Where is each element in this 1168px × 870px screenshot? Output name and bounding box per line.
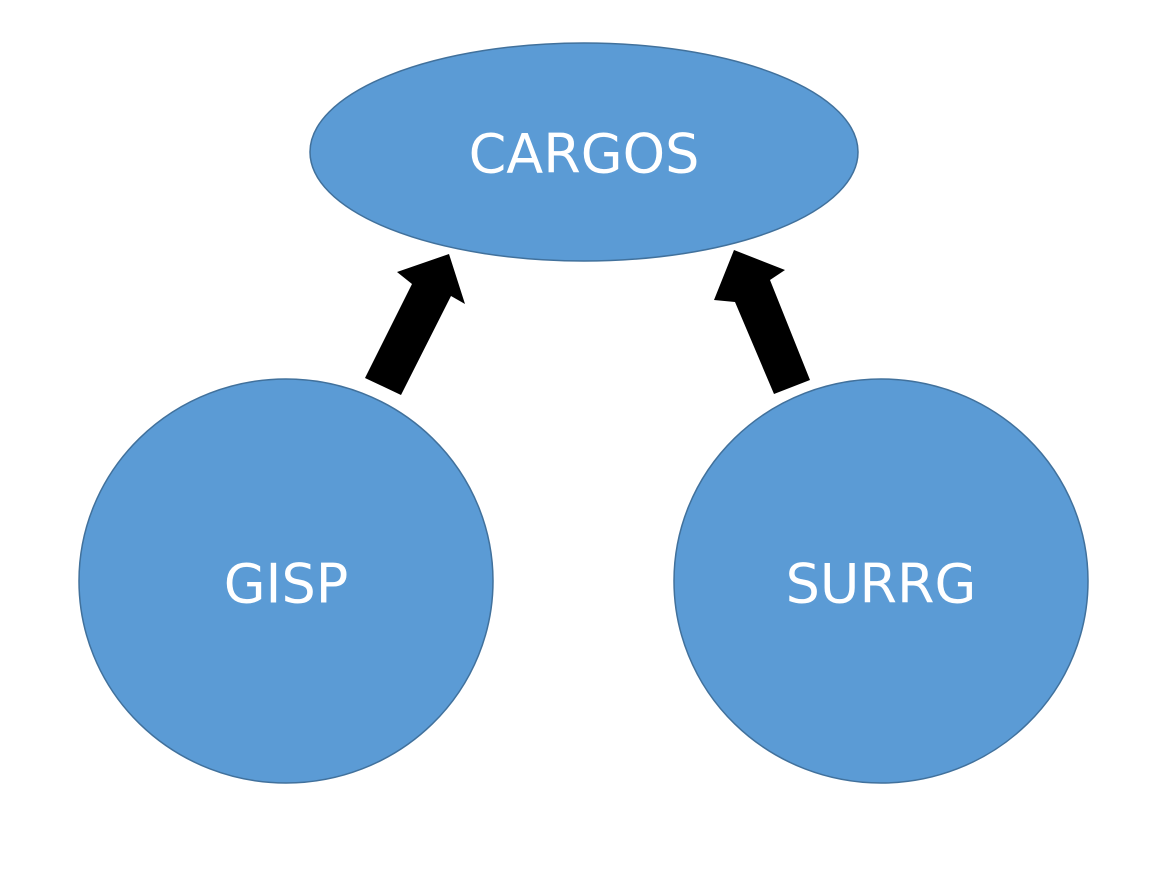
arrow-gisp-to-cargos: [365, 254, 465, 395]
node-gisp[interactable]: GISP: [78, 378, 494, 784]
node-surrg-label: SURRG: [786, 553, 977, 616]
node-cargos-label: CARGOS: [469, 123, 700, 186]
node-surrg-shape: [673, 378, 1089, 784]
node-cargos-shape: [309, 42, 859, 262]
node-surrg[interactable]: SURRG: [673, 378, 1089, 784]
node-cargos[interactable]: CARGOS: [309, 42, 859, 262]
node-gisp-shape: [78, 378, 494, 784]
node-gisp-label: GISP: [224, 553, 349, 616]
arrow-surrg-to-cargos: [714, 250, 810, 394]
